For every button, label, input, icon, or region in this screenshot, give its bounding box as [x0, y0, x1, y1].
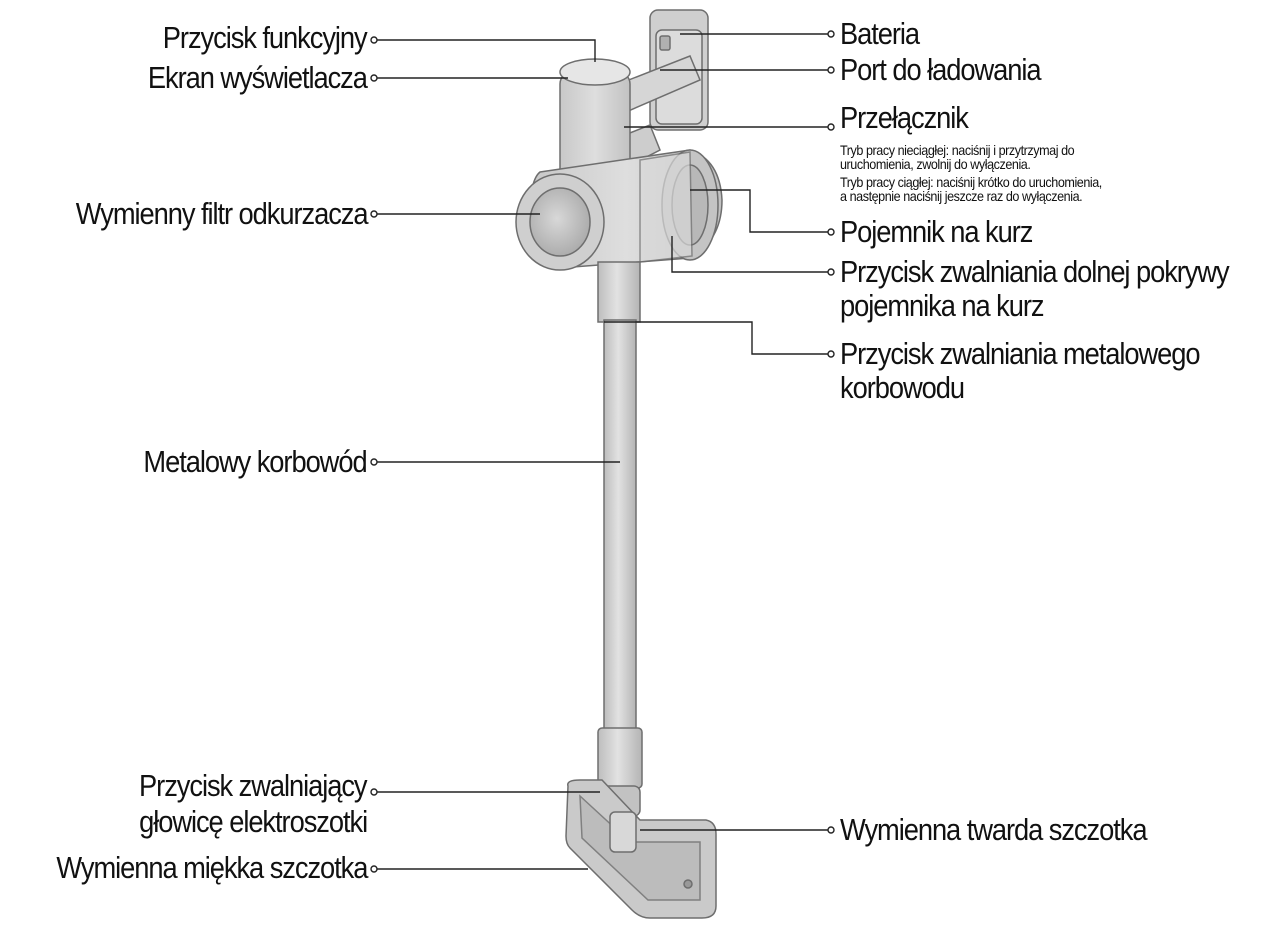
leader-wymienna-twarda-szczotka [640, 826, 835, 834]
label-bateria: Bateria [840, 16, 920, 51]
leader-pojemnik-na-kurz [690, 189, 835, 236]
label-przycisk-zwalniania-korbowodu-1: Przycisk zwalniania metalowego [840, 336, 1201, 371]
label-wymienny-filtr: Wymienny filtr odkurzacza [75, 196, 368, 231]
leader-wymienny-filtr [370, 210, 540, 218]
label-pojemnik-na-kurz: Pojemnik na kurz [840, 214, 1033, 249]
leader-port-do-ladowania [660, 66, 835, 74]
floor-head [565, 779, 717, 919]
label-wymienna-miekka-szczotka: Wymienna miękka szczotka [56, 850, 368, 885]
leader-przycisk-zwalniajacy-glowice [370, 788, 600, 796]
label-przycisk-zwalniania-pokrywy-2: pojemnika na kurz [840, 288, 1045, 323]
label-metalowy-korbowod: Metalowy korbowód [143, 444, 368, 479]
label-ekran-wyswietlacza: Ekran wyświetlacza [147, 60, 368, 95]
leader-przycisk-zwalniania-korbowodu [604, 321, 835, 358]
vacuum-illustration [515, 9, 723, 919]
label-przycisk-funkcyjny: Przycisk funkcyjny [163, 20, 368, 55]
leader-lines [370, 30, 835, 873]
leader-przelacznik [624, 123, 835, 131]
label-przycisk-zwalniajacy-glowice-2: głowicę elektroszotki [138, 804, 368, 839]
note-przelacznik-3: Tryb pracy ciągłej: naciśnij krótko do u… [840, 174, 1102, 190]
leader-bateria [680, 30, 835, 38]
label-port-do-ladowania: Port do ładowania [840, 52, 1042, 87]
note-przelacznik-4: a następnie naciśnij jeszcze raz do wyłą… [840, 188, 1083, 204]
label-przycisk-zwalniania-korbowodu-2: korbowodu [840, 370, 965, 405]
label-wymienna-twarda-szczotka: Wymienna twarda szczotka [840, 812, 1148, 847]
note-przelacznik-2: uruchomienia, zwolnij do wyłączenia. [840, 156, 1031, 172]
leader-wymienna-miekka-szczotka [370, 865, 588, 873]
label-przelacznik: Przełącznik [840, 100, 969, 135]
label-przycisk-zwalniajacy-glowice-1: Przycisk zwalniający [139, 768, 369, 803]
leader-przycisk-zwalniania-pokrywy [671, 236, 835, 276]
label-przycisk-zwalniania-pokrywy-1: Przycisk zwalniania dolnej pokrywy [840, 254, 1230, 289]
filter-cap [515, 173, 605, 271]
note-przelacznik-1: Tryb pracy nieciągłej: naciśnij i przytr… [840, 142, 1075, 158]
leader-przycisk-funkcyjny [370, 36, 596, 62]
body-neck [597, 261, 641, 323]
leader-metalowy-korbowod [370, 458, 620, 466]
metal-tube [597, 319, 643, 817]
leader-ekran-wyswietlacza [370, 74, 568, 82]
